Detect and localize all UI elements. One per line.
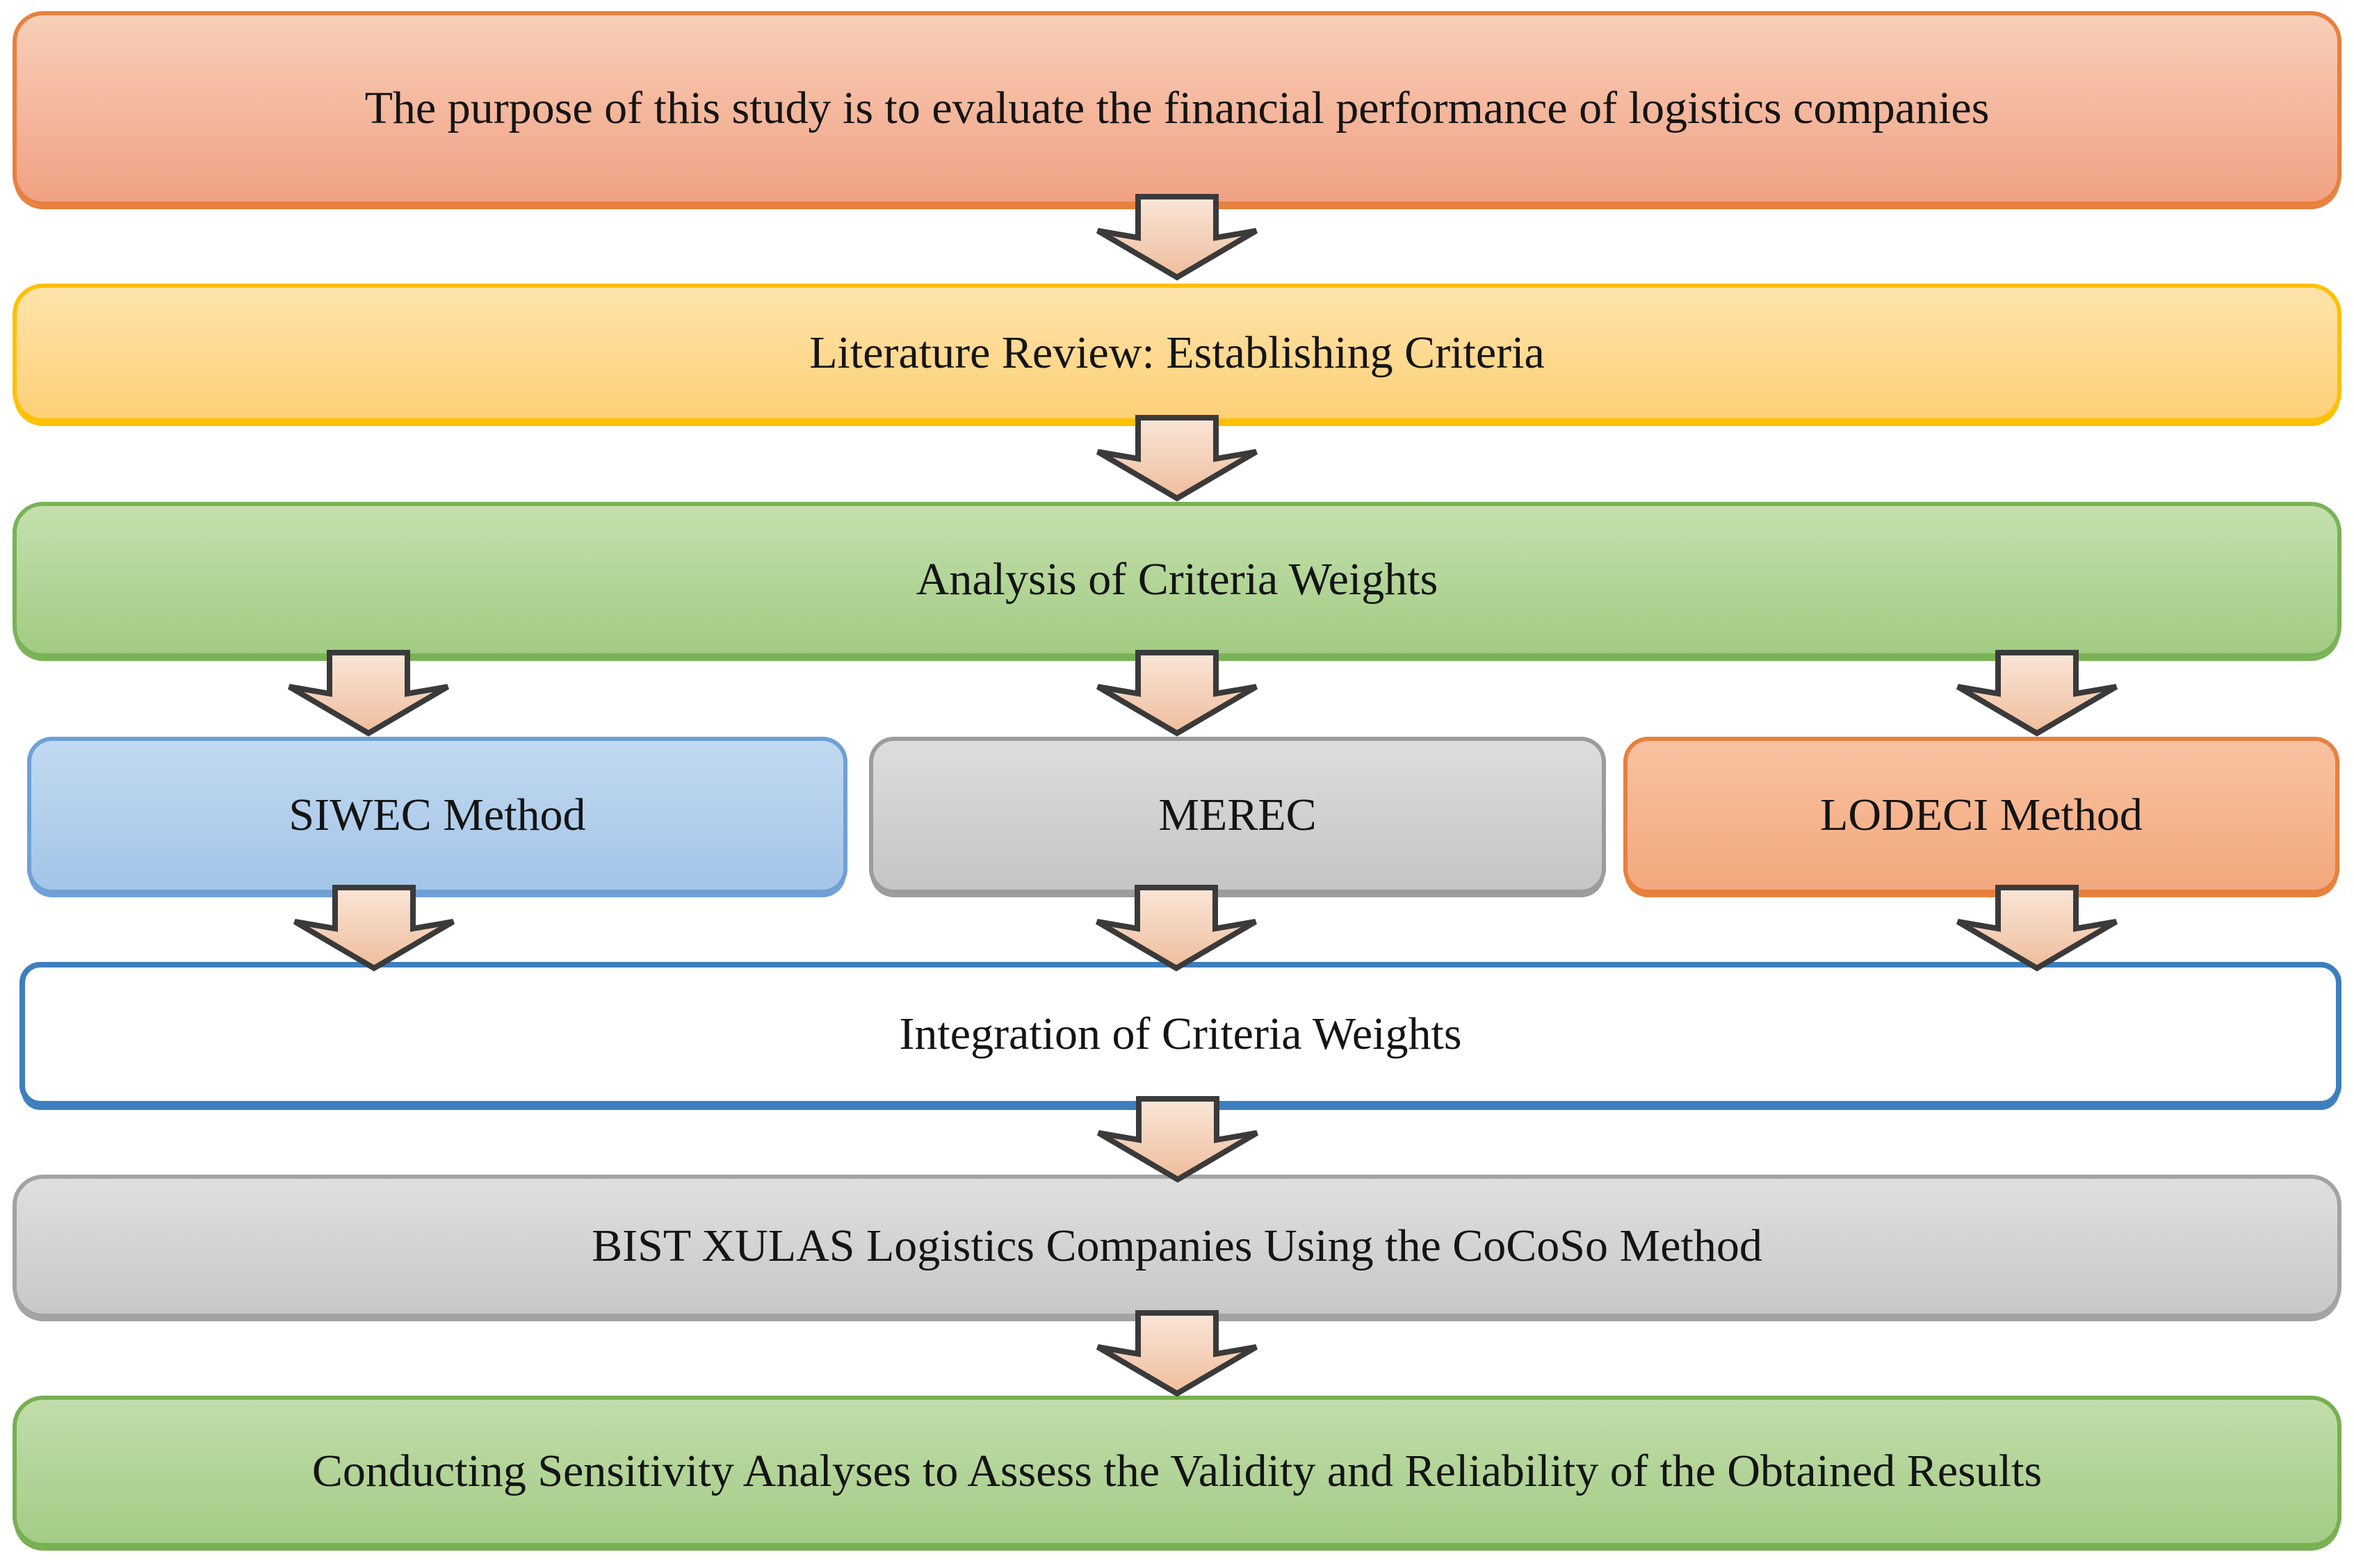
- node-sensitivity-analyses-label: Conducting Sensitivity Analyses to Asses…: [311, 1446, 2043, 1497]
- node-literature-review: Literature Review: Establishing Criteria: [13, 284, 2341, 423]
- node-purpose: The purpose of this study is to evaluate…: [13, 11, 2341, 206]
- node-cocoso-method: BIST XULAS Logistics Companies Using the…: [13, 1175, 2341, 1318]
- down-arrow-icon-literature-to-weights: [1094, 414, 1260, 502]
- node-analysis-criteria-weights: Analysis of Criteria Weights: [13, 502, 2341, 658]
- node-literature-review-label: Literature Review: Establishing Criteria: [809, 327, 1545, 379]
- down-arrow-icon-integration-to-cocoso: [1094, 1095, 1261, 1183]
- down-arrow-icon-merec-to-integration: [1093, 884, 1260, 972]
- node-integration-criteria-weights-label: Integration of Criteria Weights: [899, 1008, 1462, 1060]
- node-cocoso-method-label: BIST XULAS Logistics Companies Using the…: [592, 1220, 1762, 1272]
- node-integration-criteria-weights: Integration of Criteria Weights: [19, 962, 2341, 1106]
- down-arrow-icon-purpose-to-literature: [1094, 193, 1260, 281]
- node-merec-label: MEREC: [1158, 790, 1317, 841]
- down-arrow-icon-lodeci-to-integration: [1954, 884, 2120, 972]
- down-arrow-icon-siwec-to-integration: [291, 884, 457, 972]
- down-arrow-icon-weights-to-lodeci: [1954, 649, 2120, 737]
- node-analysis-criteria-weights-label: Analysis of Criteria Weights: [916, 554, 1438, 605]
- node-merec: MEREC: [869, 737, 1606, 894]
- node-siwec-method: SIWEC Method: [27, 737, 847, 894]
- node-purpose-label: The purpose of this study is to evaluate…: [364, 83, 1990, 134]
- down-arrow-icon-weights-to-siwec: [285, 649, 452, 737]
- node-lodeci-method-label: LODECI Method: [1820, 790, 2143, 841]
- down-arrow-icon-cocoso-to-sensitivity: [1094, 1309, 1260, 1397]
- down-arrow-icon-weights-to-merec: [1094, 649, 1260, 737]
- node-siwec-method-label: SIWEC Method: [289, 790, 586, 841]
- node-lodeci-method: LODECI Method: [1623, 737, 2339, 894]
- node-sensitivity-analyses: Conducting Sensitivity Analyses to Asses…: [13, 1396, 2341, 1547]
